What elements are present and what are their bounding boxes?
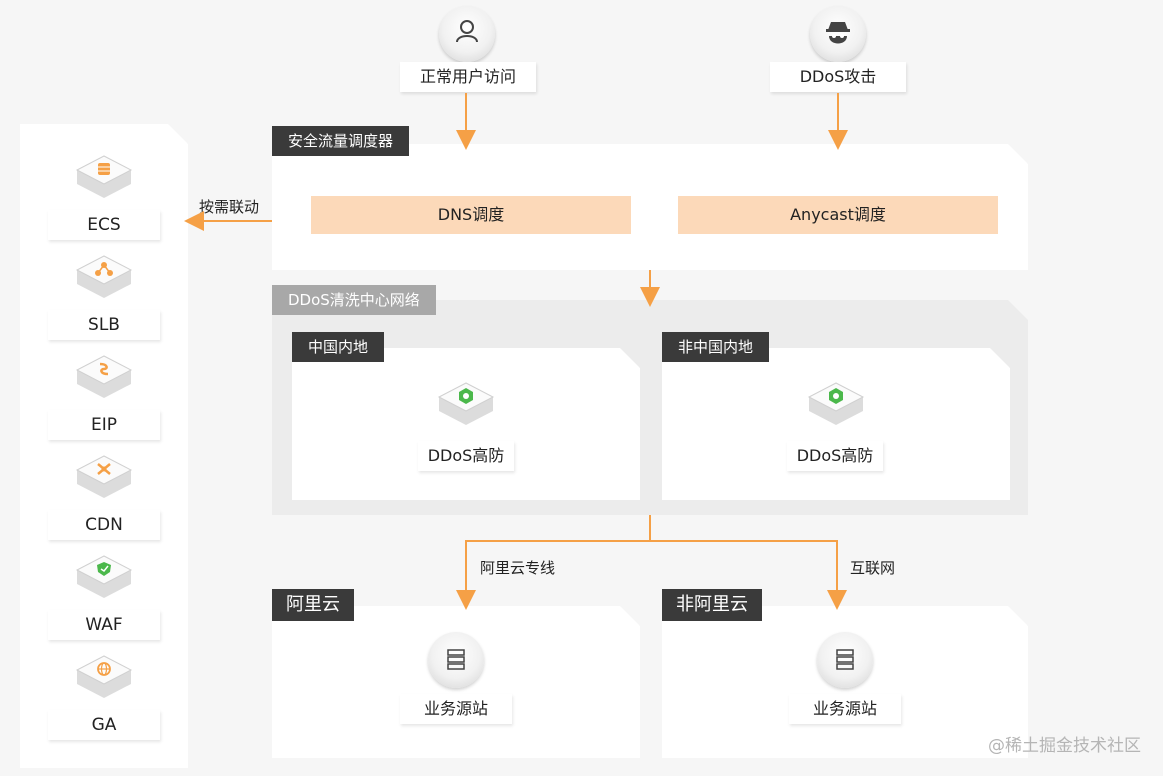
server-icon bbox=[817, 632, 873, 688]
attacker-icon bbox=[810, 6, 866, 62]
ddos-shield-icon bbox=[807, 382, 865, 425]
ddos-shield-icon bbox=[437, 382, 495, 425]
dns-scheduling-bar: DNS调度 bbox=[311, 196, 631, 234]
linkage-label: 按需联动 bbox=[199, 198, 260, 216]
sidebar-item-label: ECS bbox=[48, 210, 160, 240]
mainland-tag: 中国内地 bbox=[292, 332, 385, 362]
sidebar-item-label: SLB bbox=[48, 310, 160, 340]
elastic-ip-icon bbox=[75, 355, 133, 398]
overseas-tag: 非中国内地 bbox=[662, 332, 770, 362]
server-icon bbox=[428, 632, 484, 688]
load-balancer-icon bbox=[75, 255, 133, 298]
sidebar-item-label: GA bbox=[48, 710, 160, 740]
internet-label: 互联网 bbox=[850, 559, 896, 577]
ddos-attack-label: DDoS攻击 bbox=[770, 62, 906, 92]
non-aliyun-tag: 非阿里云 bbox=[662, 589, 762, 621]
non-aliyun-origin-label: 业务源站 bbox=[789, 694, 901, 724]
overseas-product-label: DDoS高防 bbox=[787, 441, 883, 471]
server-stack-icon bbox=[75, 155, 133, 198]
cdn-icon bbox=[75, 455, 133, 498]
private-line-label: 阿里云专线 bbox=[480, 559, 556, 577]
anycast-scheduling-bar: Anycast调度 bbox=[678, 196, 998, 234]
sidebar-item-label: EIP bbox=[48, 410, 160, 440]
scrubbing-network-tag: DDoS清洗中心网络 bbox=[272, 285, 436, 315]
sidebar-item-label: WAF bbox=[48, 610, 160, 640]
firewall-icon bbox=[75, 555, 133, 598]
traffic-scheduler-tag: 安全流量调度器 bbox=[272, 126, 410, 156]
normal-user-label: 正常用户访问 bbox=[400, 62, 536, 92]
aliyun-origin-label: 业务源站 bbox=[400, 694, 512, 724]
watermark: @稀土掘金技术社区 bbox=[988, 736, 1141, 756]
globe-icon bbox=[75, 655, 133, 698]
user-icon bbox=[439, 6, 495, 62]
aliyun-tag: 阿里云 bbox=[272, 589, 354, 621]
mainland-product-label: DDoS高防 bbox=[418, 441, 514, 471]
sidebar-item-label: CDN bbox=[48, 510, 160, 540]
